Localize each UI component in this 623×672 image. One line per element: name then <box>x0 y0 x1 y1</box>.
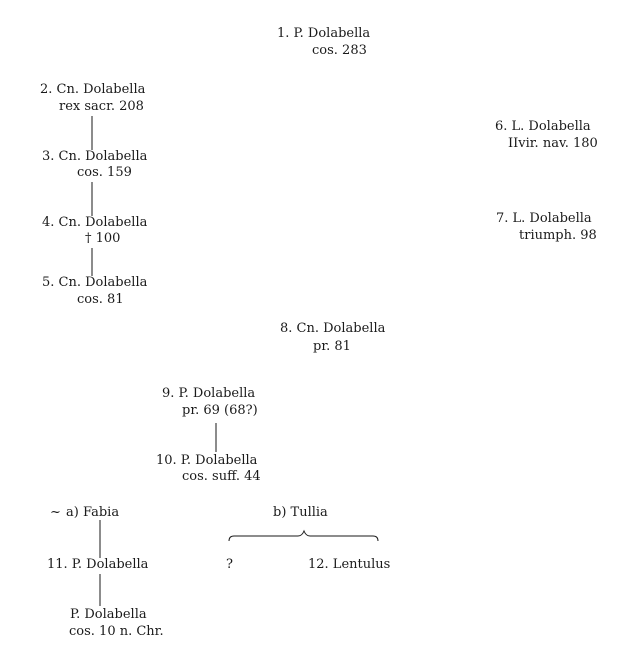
person-13-name: P. Dolabella <box>70 607 147 622</box>
person-9-office: pr. 69 (68?) <box>182 403 258 418</box>
person-8-name: 8. Cn. Dolabella <box>280 321 386 336</box>
person-10-name: 10. P. Dolabella <box>156 453 258 468</box>
person-4-office: † 100 <box>85 231 121 246</box>
person-13-office: cos. 10 n. Chr. <box>69 624 164 639</box>
person-6-office: IIvir. nav. 180 <box>508 136 598 151</box>
person-5-name: 5. Cn. Dolabella <box>42 275 148 290</box>
person-1-name: 1. P. Dolabella <box>277 26 371 41</box>
person-8-office: pr. 81 <box>313 339 351 354</box>
unknown-child: ? <box>226 557 233 572</box>
person-6-name: 6. L. Dolabella <box>495 119 591 134</box>
marriage-symbol: ~ <box>50 505 61 520</box>
spouse-fabia: a) Fabia <box>66 505 120 520</box>
brace-tullia-children <box>228 529 379 542</box>
person-12-name: 12. Lentulus <box>308 557 391 572</box>
person-3-name: 3. Cn. Dolabella <box>42 149 148 164</box>
person-5-office: cos. 81 <box>77 292 124 307</box>
person-2-name: 2. Cn. Dolabella <box>40 82 146 97</box>
person-1-office: cos. 283 <box>312 43 367 58</box>
person-10-office: cos. suff. 44 <box>182 469 261 484</box>
person-7-name: 7. L. Dolabella <box>496 211 592 226</box>
person-4-name: 4. Cn. Dolabella <box>42 215 148 230</box>
person-11-name: 11. P. Dolabella <box>47 557 149 572</box>
spouse-tullia: b) Tullia <box>273 505 328 520</box>
person-3-office: cos. 159 <box>77 165 132 180</box>
person-9-name: 9. P. Dolabella <box>162 386 256 401</box>
person-7-office: triumph. 98 <box>519 228 597 243</box>
person-2-office: rex sacr. 208 <box>59 99 144 114</box>
